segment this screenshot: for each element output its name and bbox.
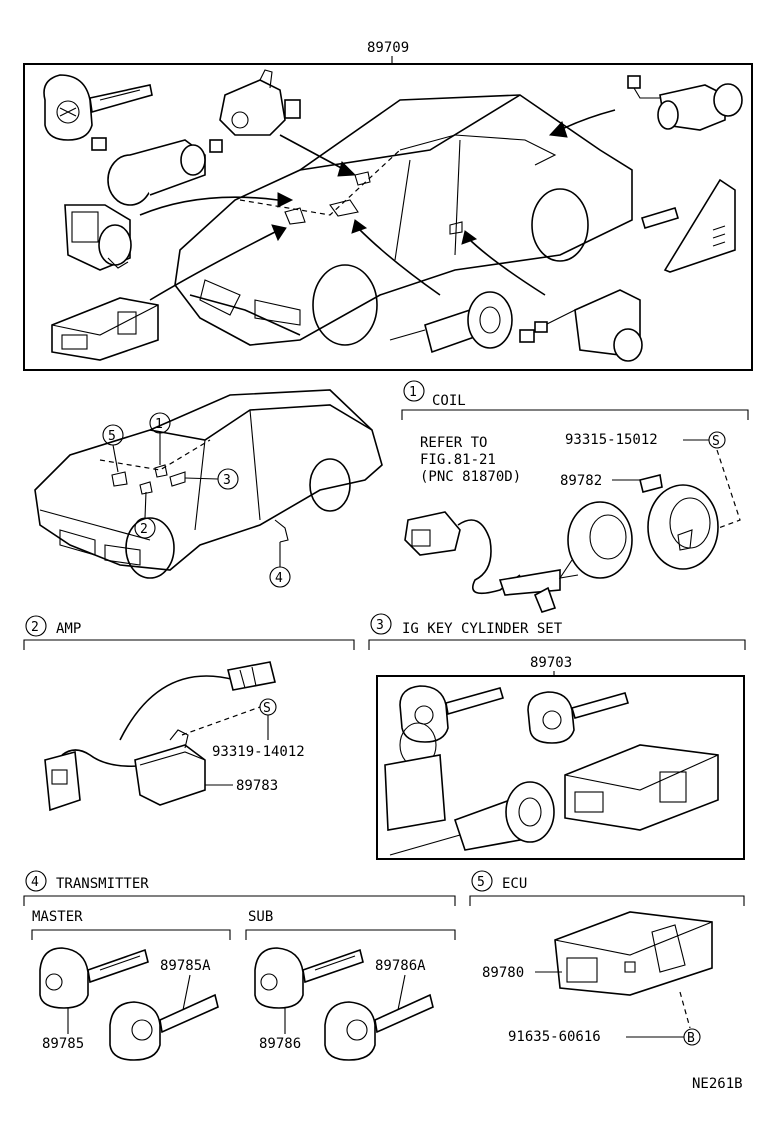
- coil-number: 89782: [560, 473, 602, 489]
- coil-refer-line2: FIG.81-21: [420, 452, 496, 468]
- master-bracket: [31, 929, 231, 940]
- location-callout-3: 3: [217, 468, 239, 490]
- coil-title: COIL: [432, 393, 466, 409]
- coil-screw-symbol-circle: [708, 431, 726, 449]
- overview-right-cylinder: [534, 289, 643, 362]
- coil-index-circle: [403, 380, 425, 402]
- amp-number: 89783: [236, 778, 278, 794]
- svg-text:3: 3: [223, 473, 231, 488]
- overview-trunk-actuator: [627, 75, 743, 131]
- overview-frame: [23, 63, 753, 371]
- overview-part-number: 89709: [367, 40, 409, 56]
- location-callouts: 1 5 3 2 4: [102, 412, 291, 588]
- location-section: 1 5 3 2 4: [34, 389, 383, 588]
- transmitter-section: 4 TRANSMITTER MASTER SUB 89785 89785A: [23, 870, 456, 1061]
- location-car-illustration: [34, 389, 383, 579]
- master-label: MASTER: [32, 909, 83, 925]
- overview-master-key: [43, 74, 153, 141]
- coil-screw-symbol: S: [712, 434, 720, 449]
- ecu-number: 89780: [482, 965, 524, 981]
- ig-key-index-circle: [370, 613, 392, 635]
- ecu-section: 5 ECU 89780 91635-60616 B: [469, 870, 745, 1046]
- overview-arrows: [139, 109, 616, 301]
- transmitter-index: 4: [31, 875, 39, 890]
- ecu-index-circle: [471, 870, 493, 892]
- coil-illustration: [404, 474, 719, 613]
- coil-index: 1: [409, 385, 417, 400]
- overview-key-tag: [641, 178, 736, 273]
- overview-ecu-bracket: [64, 204, 132, 271]
- amp-title: AMP: [56, 621, 81, 637]
- overview-ig-cylinder: [389, 291, 535, 354]
- ig-key-index: 3: [376, 618, 384, 633]
- svg-text:4: 4: [275, 571, 283, 586]
- location-callout-1: 1: [149, 412, 171, 434]
- sub-transmitter-number: 89786A: [375, 958, 426, 974]
- overview-section: 89709: [23, 40, 753, 371]
- coil-refer-line3: (PNC 81870D): [420, 469, 521, 485]
- ecu-illustration: [554, 911, 713, 996]
- transmitter-bracket: [23, 895, 456, 906]
- master-transmitter-number: 89785A: [160, 958, 211, 974]
- sub-key-number: 89786: [259, 1036, 301, 1052]
- ig-key-bracket: [368, 639, 746, 650]
- amp-index-circle: [25, 615, 47, 637]
- overview-door-cylinder: [91, 137, 223, 206]
- overview-car-illustration: [174, 94, 633, 346]
- ig-key-title: IG KEY CYLINDER SET: [402, 621, 563, 637]
- ecu-bolt-symbol-circle: [683, 1028, 701, 1046]
- master-key-number: 89785: [42, 1036, 84, 1052]
- amp-bracket: [23, 639, 355, 650]
- sub-key-illustration: [254, 947, 434, 1061]
- ig-key-illustration: [384, 685, 719, 856]
- amp-screw-symbol: S: [263, 701, 271, 716]
- sub-bracket: [245, 929, 456, 940]
- amp-screw-number: 93319-14012: [212, 744, 305, 760]
- svg-text:2: 2: [140, 522, 148, 537]
- amp-index: 2: [31, 620, 39, 635]
- coil-section: 1 COIL REFER TO FIG.81-21 (PNC 81870D) 9…: [401, 380, 749, 613]
- master-key-illustration: [39, 947, 219, 1061]
- ig-key-frame: [376, 675, 745, 860]
- ecu-bolt-number: 91635-60616: [508, 1029, 601, 1045]
- location-callout-2: 2: [134, 517, 156, 539]
- ecu-index: 5: [477, 875, 485, 890]
- overview-amp-box: [51, 297, 159, 361]
- ig-key-section: 3 IG KEY CYLINDER SET 89703: [368, 613, 746, 860]
- coil-refer-line1: REFER TO: [420, 435, 487, 451]
- overview-lock-actuator: [219, 69, 301, 136]
- amp-illustration: [44, 661, 276, 812]
- amp-section: 2 AMP S 93319-14012 89783: [23, 615, 355, 812]
- diagram-code: NE261B: [692, 1076, 743, 1092]
- ecu-bracket: [469, 895, 745, 906]
- ecu-title: ECU: [502, 876, 527, 892]
- transmitter-title: TRANSMITTER: [56, 876, 149, 892]
- ecu-bolt-symbol: B: [687, 1031, 695, 1046]
- svg-text:5: 5: [108, 429, 116, 444]
- coil-screw-number: 93315-15012: [565, 432, 658, 448]
- transmitter-index-circle: [25, 870, 47, 892]
- sub-label: SUB: [248, 909, 273, 925]
- ig-key-set-number: 89703: [530, 655, 572, 671]
- location-callout-5: 5: [102, 424, 124, 446]
- location-callout-4: 4: [269, 566, 291, 588]
- coil-bracket: [401, 409, 749, 420]
- svg-text:1: 1: [155, 417, 163, 432]
